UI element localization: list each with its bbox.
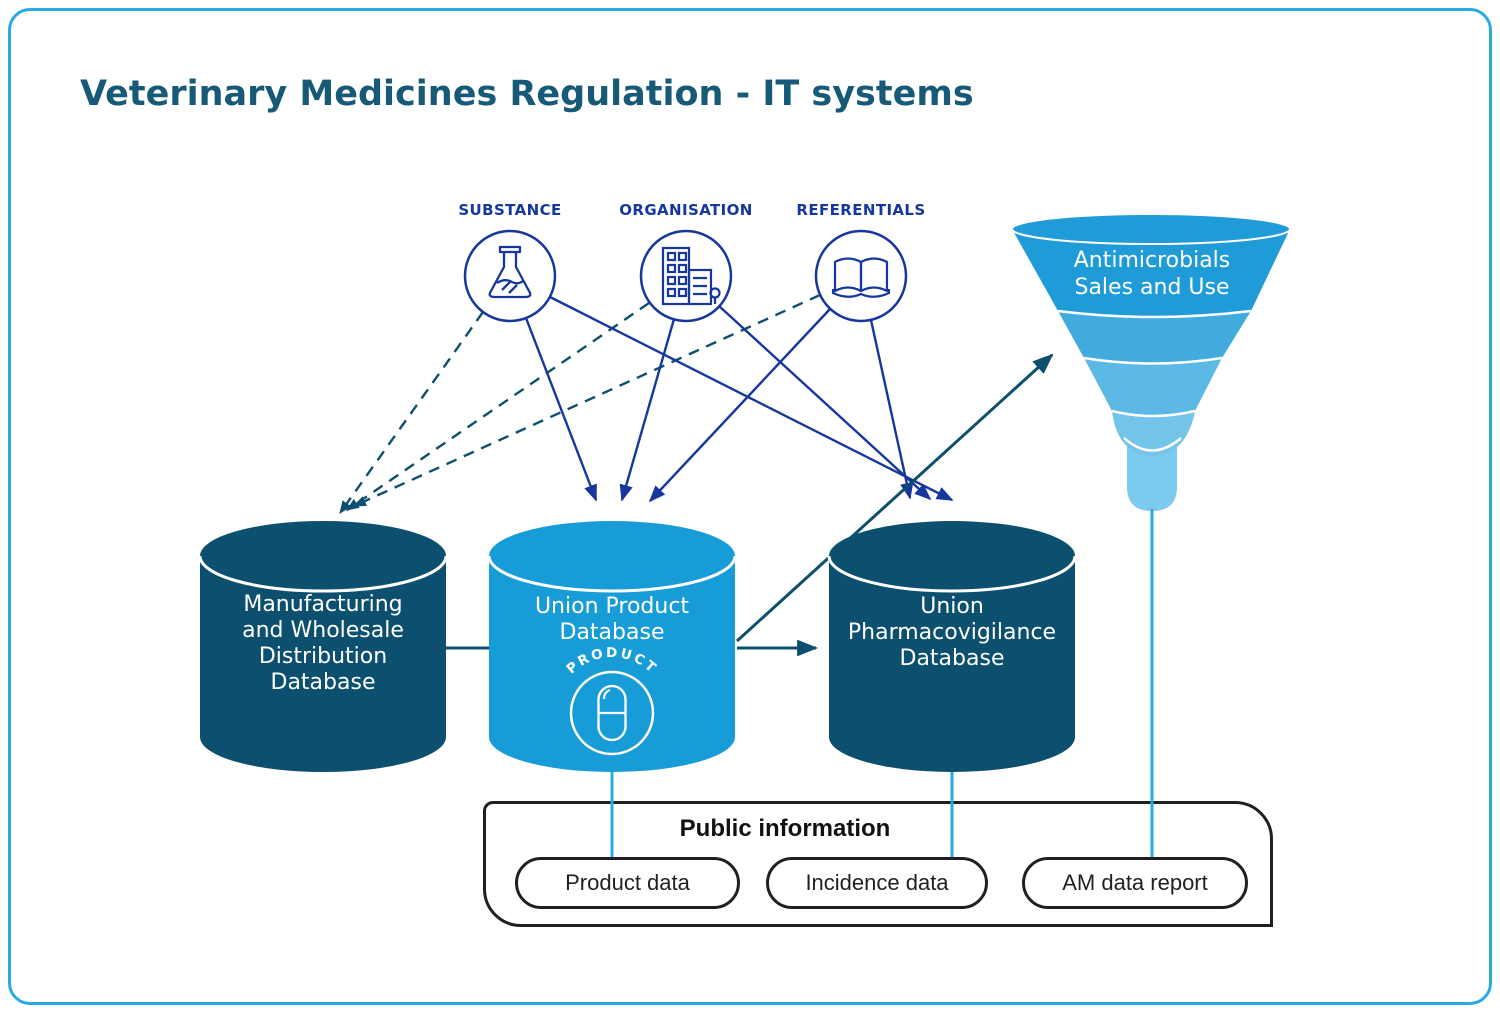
- public-information-heading: Public information: [679, 815, 891, 842]
- page-title: Veterinary Medicines Regulation - IT sys…: [80, 74, 974, 114]
- upvd-db-label: Union Pharmacovigilance Database: [847, 594, 1057, 671]
- substance-label: SUBSTANCE: [458, 201, 562, 219]
- mwd-db-label: Manufacturing and Wholesale Distribution…: [242, 592, 404, 695]
- referentials-label: REFERENTIALS: [796, 201, 926, 219]
- funnel-label: Antimicrobials Sales and Use: [1073, 248, 1231, 300]
- pill-incidence-data[interactable]: Incidence data: [766, 857, 988, 909]
- pill-am-data-report[interactable]: AM data report: [1022, 857, 1248, 909]
- upd-db-label: Union Product Database: [534, 594, 690, 645]
- outer-border: [8, 8, 1492, 1005]
- organisation-label: ORGANISATION: [619, 201, 753, 219]
- pill-product-data[interactable]: Product data: [515, 857, 740, 909]
